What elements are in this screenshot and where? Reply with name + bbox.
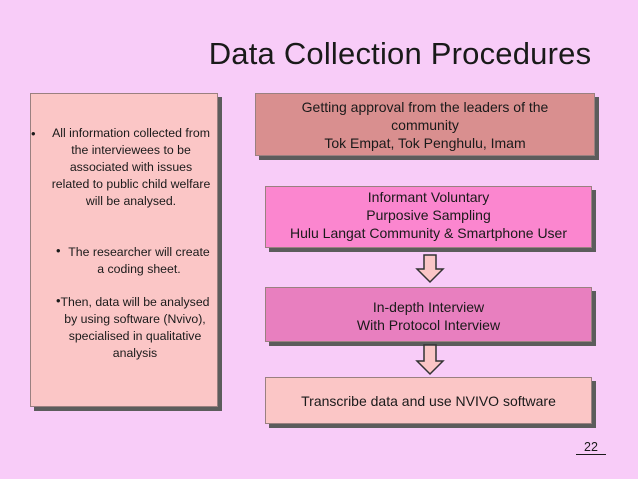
side-note-3-text: Then, data will be analysed by using sof… xyxy=(60,295,210,360)
step-2-line-2: Purposive Sampling xyxy=(366,207,491,223)
step-3-line-2: With Protocol Interview xyxy=(356,317,501,333)
down-arrow-icon xyxy=(415,254,445,284)
down-arrow-icon xyxy=(415,344,445,376)
step-1-line-2: community xyxy=(391,117,459,133)
step-2-line-1: Informant Voluntary xyxy=(367,189,490,205)
step-1-line-1: Getting approval from the leaders of the xyxy=(301,99,549,115)
bullet-dot: • xyxy=(56,293,61,308)
bullet-dot: • xyxy=(31,126,36,141)
step-3-line-1: In-depth Interview xyxy=(372,299,485,315)
step-transcribe-box: Transcribe data and use NVIVO software xyxy=(265,377,592,424)
side-notes-box: • All information collected from the int… xyxy=(30,93,218,407)
bullet-dot: • xyxy=(56,243,61,258)
step-interview-box: In-depth Interview With Protocol Intervi… xyxy=(265,287,592,342)
step-1-line-3: Tok Empat, Tok Penghulu, Imam xyxy=(324,135,526,151)
step-4-line-1: Transcribe data and use NVIVO software xyxy=(301,393,556,409)
side-note-1: • All information collected from the int… xyxy=(31,125,217,210)
step-sampling-box: Informant Voluntary Purposive Sampling H… xyxy=(265,186,592,248)
step-2-line-3: Hulu Langat Community & Smartphone User xyxy=(289,225,568,241)
step-approval-box: Getting approval from the leaders of the… xyxy=(255,93,595,156)
slide-title: Data Collection Procedures xyxy=(208,36,592,71)
side-note-2-text: The researcher will create a coding shee… xyxy=(68,245,210,276)
side-note-1-text: All information collected from the inter… xyxy=(51,126,211,208)
page-number: 22 xyxy=(576,440,606,455)
side-note-3: • Then, data will be analysed by using s… xyxy=(31,293,217,362)
side-note-2: • The researcher will create a coding sh… xyxy=(31,243,217,278)
